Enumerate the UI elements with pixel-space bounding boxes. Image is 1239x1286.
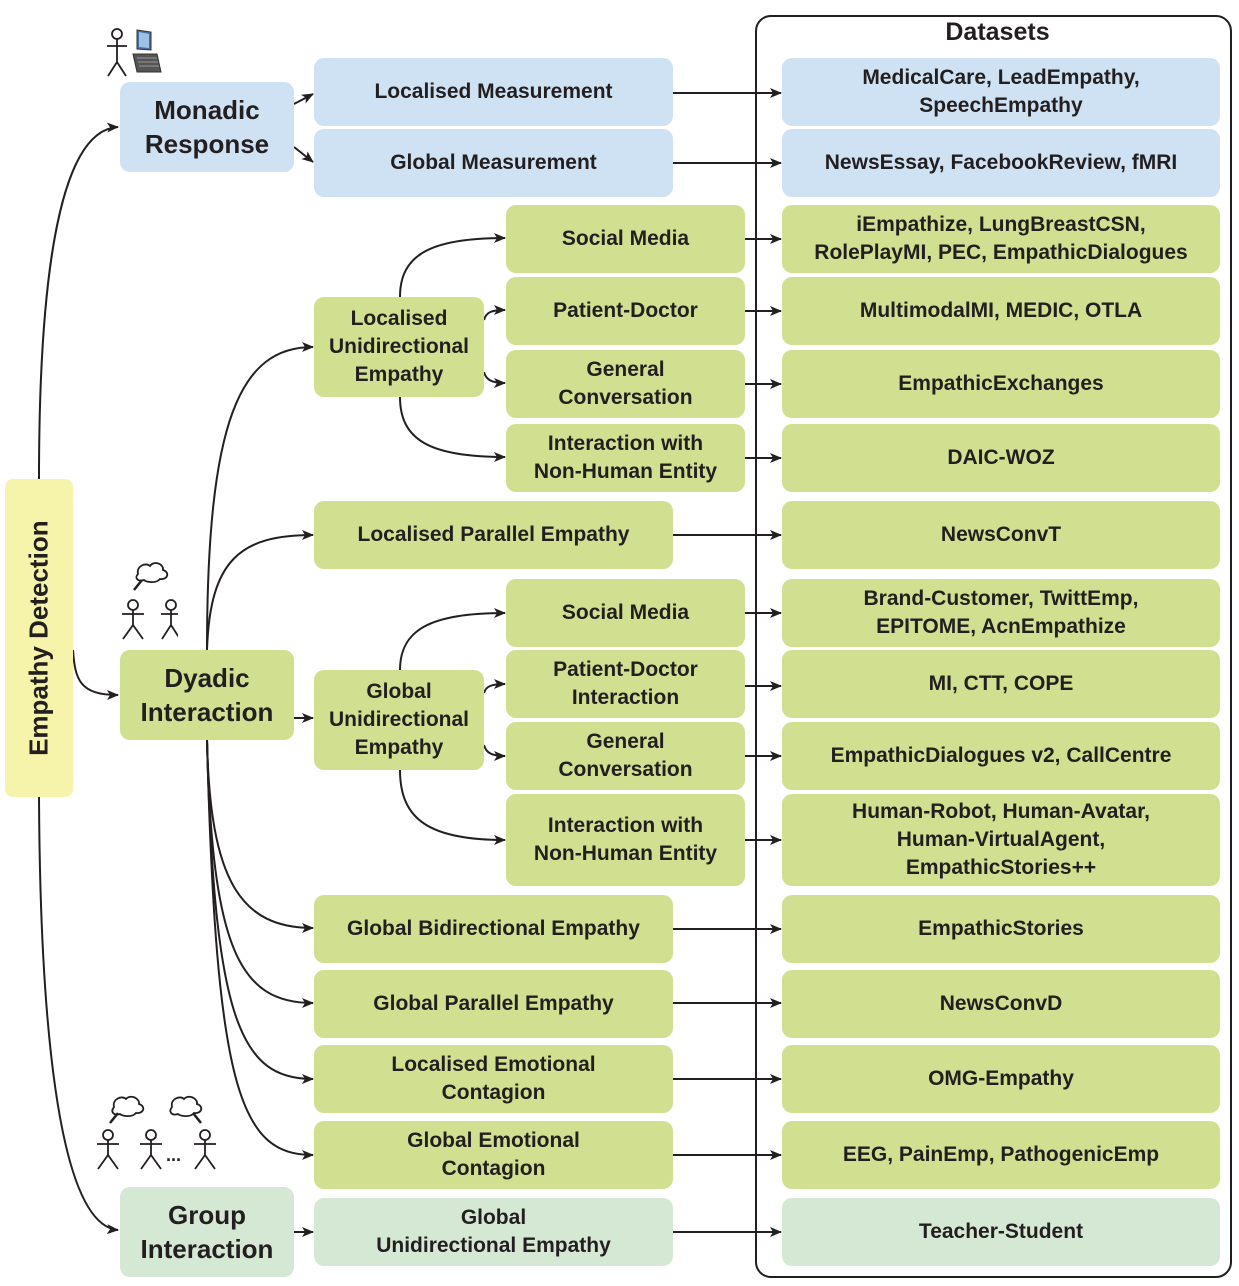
- person-icon: [140, 1129, 162, 1170]
- dataset-gu-patient-doctor: MI, CTT, COPE: [782, 650, 1220, 718]
- dataset-global-measurement: NewsEssay, FacebookReview, fMRI: [782, 129, 1220, 197]
- person-icon: [161, 599, 178, 640]
- node-global-bidirectional-empathy: Global Bidirectional Empathy: [314, 895, 673, 963]
- person-icon: [107, 28, 127, 77]
- node-group-global-unidirectional-empathy: Global Unidirectional Empathy: [314, 1198, 673, 1266]
- node-gu-patient-doctor-interaction: Patient-Doctor Interaction: [506, 650, 745, 718]
- dataset-lu-non-human-entity: DAIC-WOZ: [782, 424, 1220, 492]
- arrow-root-group: [38, 796, 119, 1235]
- person-thinking-icon: [194, 1129, 216, 1170]
- thought-bubble-icon: [111, 1095, 145, 1118]
- dataset-global-parallel: NewsConvD: [782, 970, 1220, 1038]
- node-global-parallel-empathy: Global Parallel Empathy: [314, 970, 673, 1038]
- dataset-localised-measurement: MedicalCare, LeadEmpathy, SpeechEmpathy: [782, 58, 1220, 126]
- ellipsis: ...: [166, 1145, 181, 1165]
- dataset-gu-general-conversation: EmpathicDialogues v2, CallCentre: [782, 722, 1220, 790]
- dataset-lu-general-conversation: EmpathicExchanges: [782, 350, 1220, 418]
- datasets-panel: [755, 15, 1232, 1278]
- node-localised-measurement: Localised Measurement: [314, 58, 673, 126]
- person-thinking-icon: [122, 599, 144, 640]
- dataset-localised-parallel: NewsConvT: [782, 501, 1220, 569]
- node-gu-social-media: Social Media: [506, 579, 745, 647]
- thought-bubble-icon: [169, 1095, 203, 1118]
- node-gu-general-conversation: General Conversation: [506, 722, 745, 790]
- node-global-measurement: Global Measurement: [314, 129, 673, 197]
- node-global-emotional-contagion: Global Emotional Contagion: [314, 1121, 673, 1189]
- node-lu-social-media: Social Media: [506, 205, 745, 273]
- arrow-dyadic-loc-uni: [206, 342, 314, 651]
- category-monadic-response: Monadic Response: [120, 82, 294, 172]
- dataset-global-bidirectional: EmpathicStories: [782, 895, 1220, 963]
- monadic-icons: [107, 28, 162, 77]
- node-lu-general-conversation: General Conversation: [506, 350, 745, 418]
- arrow-root-monadic: [38, 122, 119, 480]
- node-localised-parallel-empathy: Localised Parallel Empathy: [314, 501, 673, 569]
- category-group-interaction: Group Interaction: [120, 1187, 294, 1277]
- node-gu-non-human-entity: Interaction with Non-Human Entity: [506, 794, 745, 886]
- root-empathy-detection: Empathy Detection: [5, 479, 73, 797]
- thought-bubble-icon: [135, 562, 169, 584]
- dataset-global-contagion: EEG, PainEmp, PathogenicEmp: [782, 1121, 1220, 1189]
- node-lu-patient-doctor: Patient-Doctor: [506, 277, 745, 345]
- dataset-gu-social-media: Brand-Customer, TwittEmp, EPITOME, AcnEm…: [782, 579, 1220, 647]
- node-lu-non-human-entity: Interaction with Non-Human Entity: [506, 424, 745, 492]
- root-label: Empathy Detection: [23, 520, 54, 756]
- dyadic-icons: [122, 562, 178, 640]
- computer-icon: [132, 29, 162, 73]
- dataset-gu-non-human-entity: Human-Robot, Human-Avatar, Human-Virtual…: [782, 794, 1220, 886]
- dataset-lu-social-media: iEmpathize, LungBreastCSN, RolePlayMI, P…: [782, 205, 1220, 273]
- arrow-root-dyadic: [72, 649, 119, 700]
- node-localised-unidirectional-empathy: Localised Unidirectional Empathy: [314, 297, 484, 397]
- arrow-monadic-localised: [293, 93, 314, 105]
- group-icons: ...: [97, 1095, 216, 1170]
- arrow-dyadic-loc-par: [206, 530, 314, 651]
- datasets-title: Datasets: [945, 18, 1050, 46]
- dataset-lu-patient-doctor: MultimodalMI, MEDIC, OTLA: [782, 277, 1220, 345]
- arrow-monadic-global: [293, 146, 314, 163]
- dataset-localised-contagion: OMG-Empathy: [782, 1045, 1220, 1113]
- person-thinking-icon: [97, 1129, 119, 1170]
- arrow-dyadic-glob-bi: [206, 739, 314, 933]
- dataset-group-teacher-student: Teacher-Student: [782, 1198, 1220, 1266]
- category-dyadic-interaction: Dyadic Interaction: [120, 650, 294, 740]
- node-localised-emotional-contagion: Localised Emotional Contagion: [314, 1045, 673, 1113]
- arrow-dyadic-glob-cont: [206, 739, 314, 1160]
- node-global-unidirectional-empathy: Global Unidirectional Empathy: [314, 670, 484, 770]
